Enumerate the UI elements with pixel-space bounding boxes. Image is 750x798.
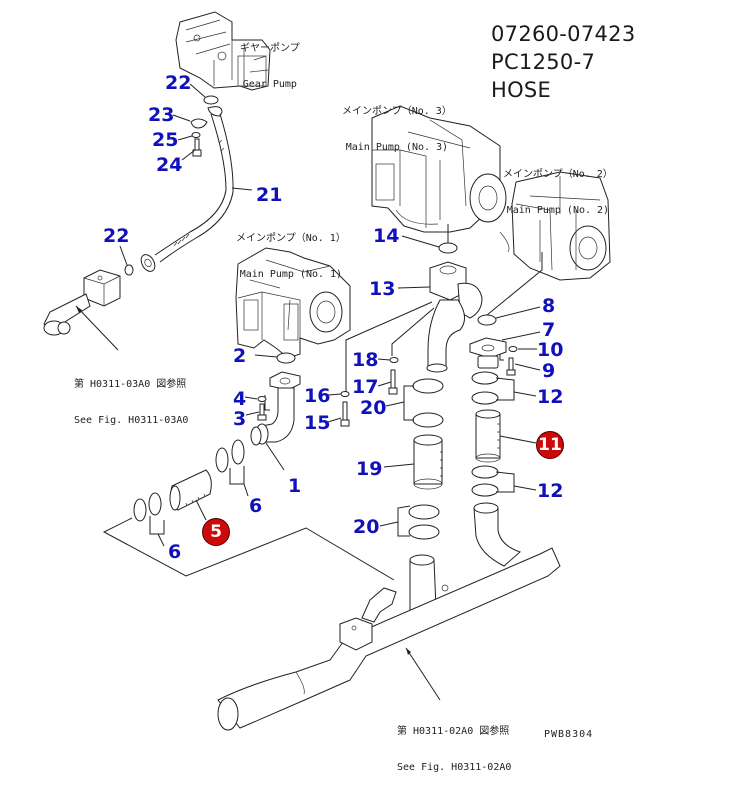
main-pump-3-jp: メインポンプ（No. 3） [342,106,452,117]
fig-02-en: See Fig. H0311-02A0 [397,762,512,773]
washer-4 [257,396,267,402]
callout-18[interactable]: 18 [352,349,379,371]
callout-19[interactable]: 19 [356,458,383,480]
clamps-6-upper [215,439,249,497]
main-pump-2-caption: メインポンプ（No. 2） Main Pump (No. 2) [503,145,613,241]
washer-10 [508,346,518,352]
callout-13[interactable]: 13 [369,278,396,300]
hose-21-flange [140,254,156,272]
callout-4[interactable]: 4 [233,388,247,410]
o-ring-22b [124,264,134,276]
main-pump-3-drawing [371,105,507,233]
leader-fig-03 [75,305,119,351]
main-pump-1-drawing [235,247,351,359]
main-pump-3-en: Main Pump (No. 3) [345,142,449,153]
main-pump-2-jp: メインポンプ（No. 2） [503,169,613,180]
washer-25 [191,132,201,138]
callout-14[interactable]: 14 [373,225,400,247]
part-range-title: 07260-07423 [491,22,636,46]
callout-9[interactable]: 9 [542,360,556,382]
line-art [43,11,611,731]
main-pump-2-drawing [499,171,611,281]
callout-2[interactable]: 2 [233,345,247,367]
callout-6-lower[interactable]: 6 [168,541,182,563]
clamps-20-lower [379,504,440,540]
callout-17[interactable]: 17 [352,376,379,398]
o-ring-8 [477,314,497,326]
callout-7[interactable]: 7 [542,319,556,341]
main-pump-1-jp: メインポンプ（No. 1） [236,233,346,244]
washer-18 [389,357,399,363]
callout-21[interactable]: 21 [256,184,283,206]
callout-22-block[interactable]: 22 [103,225,130,247]
fig-02-jp: 第 H0311-02A0 図参照 [397,726,510,737]
hose-19 [413,434,443,490]
main-pump-1-en: Main Pump (No. 1) [239,269,343,280]
drawing-code: PWB8304 [544,729,594,740]
bolt-24 [192,138,202,157]
callout-3[interactable]: 3 [233,408,247,430]
main-pump-1-caption: メインポンプ（No. 1） Main Pump (No. 1) [236,209,346,305]
fig-02-reference[interactable]: 第 H0311-02A0 図参照 See Fig. H0311-02A0 [397,702,511,798]
leader-22a [189,83,206,98]
o-ring-22a [203,95,219,105]
callout-12-lower[interactable]: 12 [537,480,564,502]
model-title: PC1250-7 [491,50,596,74]
gear-pump-en: Gear Pump [242,79,297,90]
elbow-13 [426,261,483,373]
bolt-9 [506,357,516,376]
elbow-7 [469,337,507,369]
clamps-12-upper [471,371,537,405]
bolt-3 [257,403,267,421]
hose-5 [169,469,212,511]
hose-21 [154,106,234,263]
main-pump-3-caption: メインポンプ（No. 3） Main Pump (No. 3) [342,82,452,178]
callout-23[interactable]: 23 [148,104,175,126]
fig-03-en: See Fig. H0311-03A0 [74,415,189,426]
callout-6-upper[interactable]: 6 [249,495,263,517]
callout-11-highlighted[interactable]: 11 [536,431,564,459]
callout-12-upper[interactable]: 12 [537,386,564,408]
o-ring-2 [276,352,296,364]
gear-pump-drawing [175,11,271,91]
callout-24[interactable]: 24 [156,154,183,176]
callout-16[interactable]: 16 [304,385,331,407]
callout-5-highlighted[interactable]: 5 [202,518,230,546]
fig-03-reference[interactable]: 第 H0311-03A0 図参照 See Fig. H0311-03A0 [74,355,188,451]
section-title: HOSE [491,78,552,102]
callout-8[interactable]: 8 [542,295,556,317]
fig-03-jp: 第 H0311-03A0 図参照 [74,379,187,390]
block-tube-left [43,269,121,336]
leader-1 [265,442,285,471]
clamps-12-lower [471,465,537,497]
callout-20-lower[interactable]: 20 [353,516,380,538]
parts-diagram: 07260-07423 PC1250-7 HOSE ギヤーポンプ Gear Pu… [43,11,636,773]
o-ring-14 [438,242,458,254]
bolt-15 [340,401,350,427]
bottom-pipe-assembly [217,502,561,731]
callout-10[interactable]: 10 [537,339,564,361]
gear-pump-jp: ギヤーポンプ [240,43,300,54]
gear-pump-caption: ギヤーポンプ Gear Pump [240,19,300,115]
leader-fig-02 [405,647,441,701]
clamps-6-lower [133,492,165,547]
split-flange-23 [190,118,208,129]
clamps-20-upper [385,378,444,428]
callout-20-upper[interactable]: 20 [360,397,387,419]
callout-1[interactable]: 1 [288,475,302,497]
callout-22-gear-pump[interactable]: 22 [165,72,192,94]
washer-16 [340,391,350,397]
callout-15[interactable]: 15 [304,412,331,434]
callout-25[interactable]: 25 [152,129,179,151]
main-pump-2-en: Main Pump (No. 2) [506,205,610,216]
elbow-1 [250,371,301,446]
bolt-17 [388,369,398,395]
connection-outline [102,517,395,581]
hose-11 [475,409,501,463]
